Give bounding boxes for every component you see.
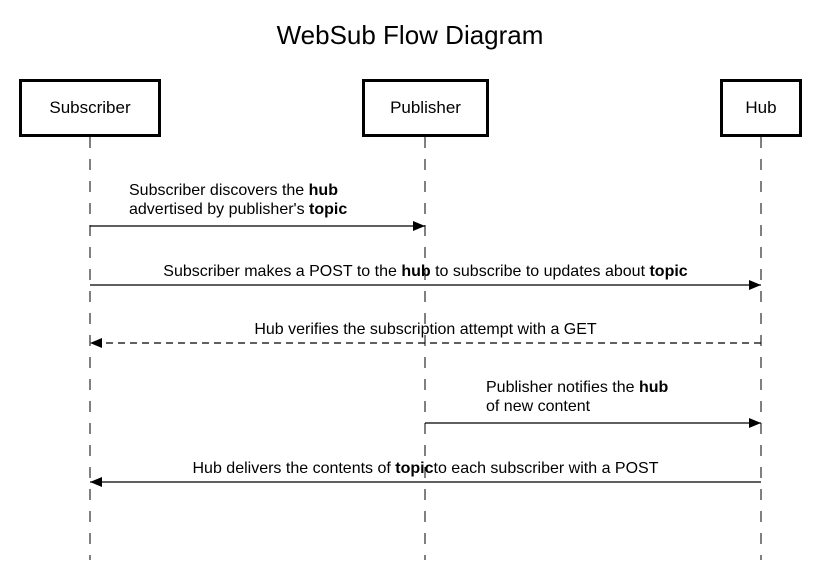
message-label-2: Subscriber makes a POST to the hub to su… (90, 262, 761, 281)
text-run: of new content (486, 398, 591, 415)
message-label-3: Hub verifies the subscription attempt wi… (90, 320, 761, 339)
text-run: Subscriber makes a POST to the (163, 263, 402, 280)
bold-term: topic (309, 201, 348, 218)
text-run: Publisher notifies the (486, 379, 639, 396)
bold-term: hub (638, 379, 669, 396)
actor-publisher: Publisher (362, 79, 489, 137)
message-label-line: Publisher notifies the hub (486, 378, 668, 397)
message-label-5: Hub delivers the contents of topicto eac… (90, 459, 761, 478)
text-run: Subscriber discovers the (129, 182, 309, 199)
message-label-line: of new content (486, 397, 668, 416)
message-label-line: Hub delivers the contents of topicto eac… (90, 459, 761, 478)
actor-subscriber: Subscriber (19, 79, 161, 137)
text-run: Hub delivers the contents of (192, 460, 396, 477)
message-label-line: Subscriber discovers the hub (129, 181, 347, 200)
message-label-line: Subscriber makes a POST to the hub to su… (90, 262, 761, 281)
bold-term: hub (401, 263, 431, 280)
bold-term: hub (308, 182, 338, 199)
text-run: advertised by publisher's (129, 201, 310, 218)
bold-term: topic (649, 263, 688, 280)
text-run: Hub verifies the subscription attempt wi… (254, 321, 597, 338)
text-run: to each subscriber with a POST (433, 460, 659, 477)
message-label-line: Hub verifies the subscription attempt wi… (90, 320, 761, 339)
message-label-line: advertised by publisher's topic (129, 200, 347, 219)
bold-term: topic (395, 460, 434, 477)
diagram-title: WebSub Flow Diagram (276, 20, 544, 50)
actor-hub: Hub (720, 79, 802, 137)
text-run: to subscribe to updates about (430, 263, 650, 280)
